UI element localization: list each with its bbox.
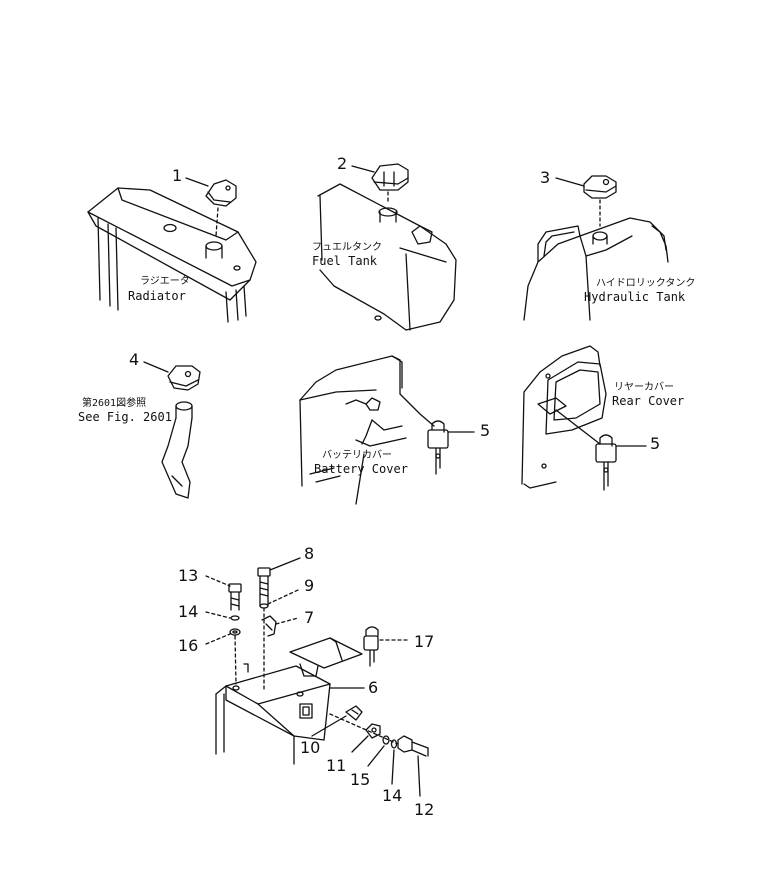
leader-7	[276, 618, 298, 624]
washer-16	[230, 629, 240, 635]
fuel-tank-label-jp: フュエルタンク	[312, 242, 382, 253]
callout-13: 13	[178, 566, 199, 585]
callout-7: 7	[304, 608, 315, 627]
leader-12	[418, 756, 420, 796]
radiator-label-jp: ラジエータ	[140, 276, 190, 287]
leader-4	[144, 362, 168, 372]
lock-plate	[290, 638, 362, 676]
callout-10: 10	[300, 738, 321, 757]
bolt-13	[229, 584, 241, 610]
hydraulic-tank-cap	[584, 176, 616, 198]
rear-padlock	[596, 435, 616, 490]
axis-right	[330, 714, 398, 744]
callout-12: 12	[414, 800, 435, 819]
nut-10	[346, 706, 362, 720]
washer-14	[231, 616, 239, 620]
leader-13	[206, 576, 230, 586]
bracket-assembly	[216, 664, 330, 764]
leader-10	[312, 716, 346, 736]
callout-16: 16	[178, 636, 199, 655]
bolt-12	[398, 736, 428, 756]
callout-17: 17	[414, 632, 435, 651]
leader-16	[206, 634, 230, 644]
hydraulic-tank-label-jp: ハイドロリックタンク	[596, 278, 696, 289]
filler-cap-4	[168, 366, 200, 390]
leader-11	[352, 736, 368, 752]
see-fig-label-jp: 第2601図参照	[82, 398, 147, 409]
battery-cover-label-jp: バッテリカバー	[322, 450, 392, 461]
callout-1: 1	[172, 166, 183, 185]
bolt-8	[258, 568, 270, 606]
callout-4: 4	[129, 350, 140, 369]
leader-9	[268, 590, 298, 604]
leader-3	[556, 178, 584, 186]
nut-11	[366, 724, 380, 738]
callout-11: 11	[326, 756, 347, 775]
callout-6: 6	[368, 678, 379, 697]
fuel-tank-label: Fuel Tank	[312, 254, 378, 268]
leader-14a	[206, 612, 230, 618]
fuel-tank-drawing	[318, 184, 456, 330]
leader-15	[368, 746, 384, 766]
callout-9: 9	[304, 576, 315, 595]
radiator-drawing	[88, 188, 256, 322]
rear-cover-drawing	[522, 346, 606, 488]
washer-9	[260, 604, 268, 608]
callout-5-battery: 5	[480, 421, 491, 440]
leader-1-axis	[216, 208, 218, 236]
callout-5-rear: 5	[650, 434, 661, 453]
leader-8	[270, 558, 300, 570]
leader-2	[352, 166, 374, 172]
radiator-label: Radiator	[128, 289, 186, 303]
rear-cover-label-jp: リヤーカバー	[614, 382, 674, 393]
leader-1	[186, 178, 208, 186]
axis-13	[235, 636, 236, 684]
callout-3: 3	[540, 168, 551, 187]
hydraulic-tank-label: Hydraulic Tank	[584, 290, 686, 304]
clip-7	[262, 616, 276, 636]
callout-15: 15	[350, 770, 371, 789]
hydraulic-tank-drawing	[524, 218, 668, 320]
battery-cover-label: Battery Cover	[314, 462, 408, 476]
callout-14: 14	[178, 602, 199, 621]
washer-15	[383, 736, 389, 744]
see-fig-label: See Fig. 2601	[78, 410, 172, 424]
rear-cover-label: Rear Cover	[612, 394, 685, 408]
lock-17	[364, 627, 378, 666]
battery-cover-drawing	[300, 356, 434, 504]
callout-8: 8	[304, 544, 315, 563]
fuel-tank-cap	[372, 164, 408, 190]
leader-14b	[392, 750, 394, 784]
callout-2: 2	[337, 154, 348, 173]
battery-padlock	[428, 421, 448, 474]
washer-16-hole	[233, 631, 237, 633]
filler-pipe	[162, 402, 192, 498]
radiator-cap	[206, 180, 236, 206]
callout-14-right: 14	[382, 786, 403, 805]
